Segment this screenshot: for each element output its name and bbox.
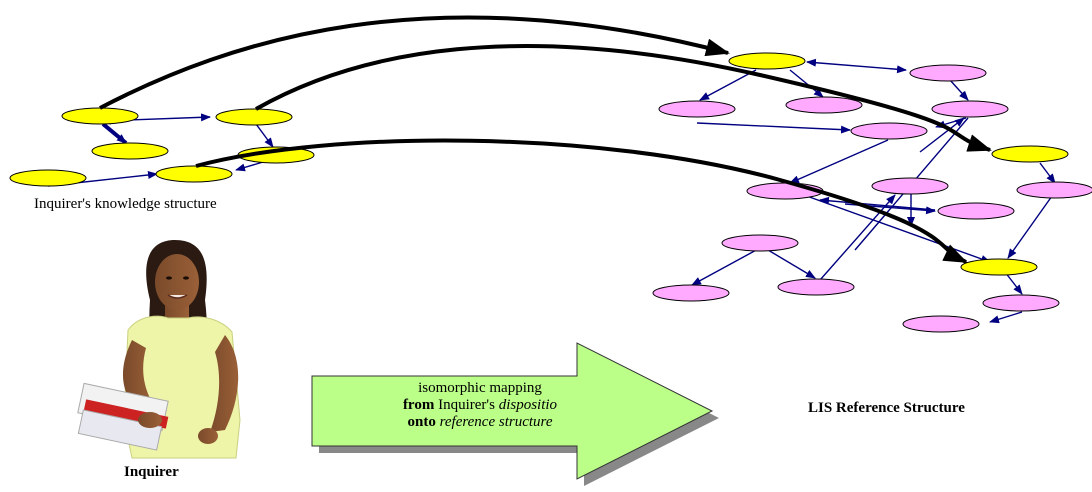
- knowledge-node: [91, 142, 169, 160]
- mapping-text-line1: isomorphic mapping: [418, 380, 542, 396]
- reference-node: [902, 315, 980, 333]
- inquirer-figure: [77, 240, 241, 459]
- knowledge-edge: [255, 123, 274, 148]
- reference-edge: [699, 69, 757, 101]
- inquirer-possessive: Inquirer's: [434, 397, 499, 413]
- mapped-reference-nodes: [728, 52, 1069, 276]
- reference-edge: [1007, 195, 1053, 259]
- reference-edge: [789, 139, 889, 184]
- reference-node: [777, 278, 855, 296]
- mapped-node: [728, 52, 806, 70]
- knowledge-node: [9, 169, 87, 187]
- reference-node: [931, 100, 1009, 118]
- reference-edge: [1004, 271, 1023, 295]
- mapping-curve: [195, 138, 968, 264]
- reference-node: [850, 122, 928, 140]
- reference-edge: [1039, 162, 1056, 184]
- mapping-text-line2: from Inquirer's dispositio: [360, 397, 600, 414]
- mapping-arrow-text: isomorphic mapping from Inquirer's dispo…: [360, 380, 600, 431]
- inquirer-label: Inquirer: [124, 464, 179, 480]
- reference-edge: [919, 117, 965, 153]
- reference-node: [652, 284, 730, 302]
- mapping-curves: [99, 15, 992, 264]
- mapped-node: [991, 145, 1069, 163]
- reference-node: [871, 177, 949, 195]
- reference-edge: [819, 196, 936, 211]
- reference-edge: [806, 58, 907, 74]
- reference-node: [785, 96, 863, 114]
- knowledge-structure: [9, 107, 315, 187]
- mapping-curve: [255, 44, 992, 152]
- dispositio-term: dispositio: [498, 397, 558, 413]
- knowledge-node: [215, 108, 293, 126]
- mapping-curve: [99, 15, 730, 110]
- mapping-arrow: [311, 342, 719, 486]
- reference-structure-label: LIS Reference Structure: [808, 400, 965, 416]
- knowledge-node: [155, 165, 233, 183]
- reference-node: [909, 64, 987, 82]
- mapping-arrow-body: [311, 342, 714, 480]
- reference-node: [721, 234, 799, 252]
- mapping-text-line3: onto reference structure: [360, 414, 600, 431]
- knowledge-structure-label: Inquirer's knowledge structure: [34, 196, 217, 212]
- reference-node: [937, 202, 1015, 220]
- reference-edge: [789, 69, 824, 98]
- knowledge-nodes: [9, 107, 315, 187]
- knowledge-node: [61, 107, 139, 125]
- knowledge-edge: [101, 122, 128, 145]
- from-keyword: from: [402, 397, 435, 413]
- reference-nodes: [652, 64, 1092, 333]
- reference-edge: [949, 79, 969, 101]
- reference-edge: [819, 194, 896, 281]
- reference-structure-term: reference structure: [435, 414, 553, 430]
- reference-node: [1016, 181, 1092, 199]
- reference-node: [982, 294, 1060, 312]
- reference-structure: [652, 52, 1092, 333]
- reference-edge: [989, 311, 1023, 324]
- reference-edge: [691, 247, 761, 286]
- reference-edge: [767, 249, 816, 279]
- reference-node: [658, 100, 736, 118]
- mapped-node: [960, 258, 1038, 276]
- reference-edge: [696, 122, 851, 134]
- onto-keyword: onto: [407, 414, 436, 430]
